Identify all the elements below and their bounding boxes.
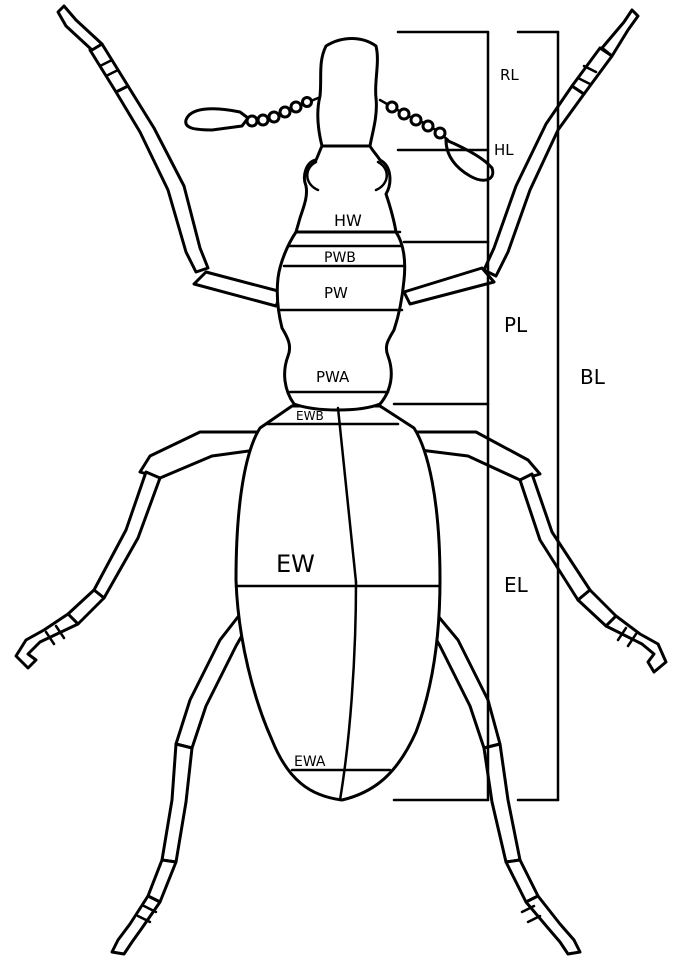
label-ewa: EWA [294,754,326,770]
label-pl: PL [504,313,528,337]
label-ew: EW [276,550,315,578]
elytral-suture [336,406,358,584]
label-hl: HL [494,141,514,159]
label-pwa: PWA [316,368,350,386]
hind-left-leg [110,602,254,956]
right-antenna [378,98,495,182]
label-rl: RL [500,66,519,84]
pronotum [275,230,407,412]
left-eye [306,160,320,192]
label-bl: BL [580,365,606,389]
right-eye [374,160,388,192]
middle-left-leg [14,430,264,670]
elytral-suture-lower [338,580,358,802]
label-ewb: EWB [296,409,324,423]
measurement-labels: RL HL HW PWB PW PWA EWB EW EWA PL EL BL [276,66,606,770]
label-el: EL [504,573,529,597]
label-pwb: PWB [324,250,356,266]
measurement-lines [234,30,560,802]
elytra [234,404,442,802]
label-hw: HW [334,211,362,230]
front-right-leg [402,8,640,306]
middle-right-leg [412,430,668,674]
hind-right-leg [422,602,582,956]
label-pw: PW [324,284,348,302]
rostrum [316,37,379,148]
left-antenna [184,96,320,132]
front-left-leg [56,4,284,308]
